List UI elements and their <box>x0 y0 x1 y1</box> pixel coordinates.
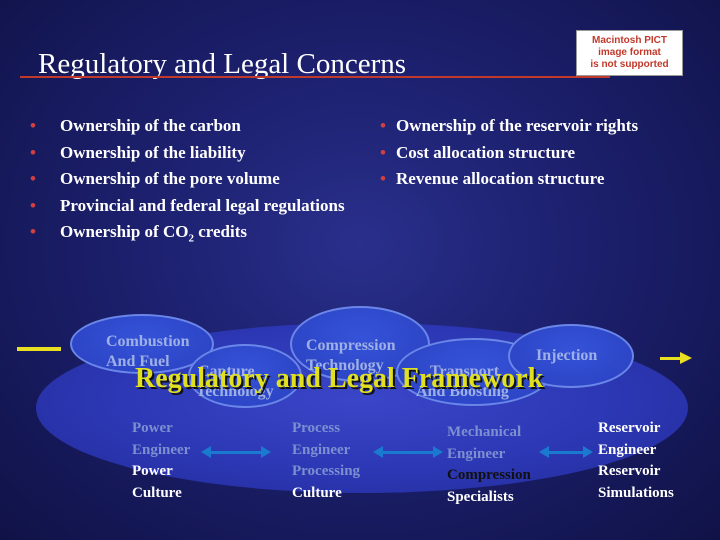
left-bullet-list: • Ownership of the carbon • Ownership of t… <box>30 113 360 252</box>
list-item: • Revenue allocation structure <box>380 166 710 193</box>
compression-line-2: Technology <box>306 357 384 374</box>
bullet-text-post: credits <box>193 222 248 241</box>
process-diagram: Combustion And Fuel Capture Technology C… <box>0 300 720 540</box>
process-mechanical-arrow <box>373 446 443 458</box>
slide-title: Regulatory and Legal Concerns <box>38 48 407 80</box>
transport-line-1: Transport <box>430 363 500 380</box>
bullet-icon: • <box>30 222 36 241</box>
reservoir-roles: Reservoir Engineer Reservoir Simulations <box>598 418 674 504</box>
bullet-text-pre: Ownership of CO <box>60 222 189 241</box>
role-line: Specialists <box>447 488 514 505</box>
role-line: Culture <box>292 484 342 501</box>
combustion-bubble <box>70 314 214 374</box>
role-line: Engineer <box>447 445 506 462</box>
role-line: Engineer <box>132 441 191 458</box>
bullet-icon: • <box>30 169 36 188</box>
role-line: Power <box>132 463 173 479</box>
capture-line-2: Technology <box>196 383 274 400</box>
bullet-icon: • <box>30 142 36 162</box>
combustion-line-1: Combustion <box>106 333 190 350</box>
subscript-2: 2 <box>188 232 194 245</box>
role-line: Simulations <box>598 484 674 501</box>
bullet-text: Ownership of the pore volume <box>60 169 280 188</box>
compression-line-1: Compression <box>306 337 396 354</box>
bullet-text: Ownership of the liability <box>60 142 246 162</box>
framework-label: Regulatory and Legal Framework <box>135 363 544 394</box>
mechanical-roles: Mechanical Engineer Compression Speciali… <box>447 422 531 508</box>
list-item: • Cost allocation structure <box>380 140 710 167</box>
capture-line-1: Capture <box>198 363 255 380</box>
pict-line-2: image format <box>598 47 661 58</box>
list-item: • Provincial and federal legal regulation… <box>30 193 360 220</box>
role-line: Reservoir <box>598 420 661 436</box>
title-underline <box>20 76 610 78</box>
mechanical-reservoir-arrow <box>539 446 593 458</box>
pict-line-1: Macintosh PICT <box>591 35 667 46</box>
role-line: Mechanical <box>447 424 522 440</box>
bullet-text: Cost allocation structure <box>396 142 576 162</box>
role-line: Compression <box>447 467 531 483</box>
transport-label: Transport And Boosting <box>416 362 509 402</box>
combustion-line-2: And Fuel <box>106 353 170 370</box>
flow-arrow-out-head <box>680 352 692 364</box>
list-item: • Ownership of the reservoir rights <box>380 113 710 140</box>
list-item: • Ownership of CO2 credits <box>30 219 360 252</box>
bullet-icon: • <box>380 142 386 162</box>
bullet-text: Ownership of the reservoir rights <box>396 116 639 135</box>
right-bullet-list: • Ownership of the reservoir rights • Cost… <box>380 113 710 193</box>
role-line: Culture <box>132 484 182 501</box>
list-item: • Ownership of the liability <box>30 140 360 167</box>
bullet-icon: • <box>30 116 36 135</box>
unsupported-image-placeholder: Macintosh PICT image format is not suppo… <box>576 30 683 76</box>
flow-arrow-in <box>17 347 61 351</box>
combustion-label: Combustion And Fuel <box>106 332 190 372</box>
role-line: Reservoir <box>598 463 661 479</box>
power-roles: Power Engineer Power Culture <box>132 418 190 504</box>
transport-line-2: And Boosting <box>416 383 509 400</box>
list-item: • Ownership of the carbon <box>30 113 360 140</box>
bullet-text: Provincial and federal legal regulations <box>60 195 345 215</box>
injection-label: Injection <box>536 347 598 364</box>
bullet-icon: • <box>380 169 386 188</box>
role-line: Processing <box>292 463 361 479</box>
capture-label: Capture Technology <box>196 362 274 402</box>
bullet-icon: • <box>380 116 386 135</box>
compression-label: Compression Technology <box>306 336 396 376</box>
flow-arrow-out-shaft <box>660 357 682 360</box>
capture-bubble <box>188 344 302 408</box>
power-process-arrow <box>201 446 271 458</box>
process-roles: Process Engineer Processing Culture <box>292 418 360 504</box>
pict-line-3: is not supported <box>590 59 669 70</box>
bullet-icon: • <box>30 195 36 215</box>
role-line: Engineer <box>292 441 351 458</box>
bullet-text: Revenue allocation structure <box>396 169 605 188</box>
list-item: • Ownership of the pore volume <box>30 166 360 193</box>
role-line: Power <box>132 420 173 436</box>
bullet-text: Ownership of the carbon <box>60 116 241 135</box>
injection-bubble <box>508 324 634 388</box>
role-line: Process <box>292 420 341 436</box>
role-line: Engineer <box>598 441 657 458</box>
